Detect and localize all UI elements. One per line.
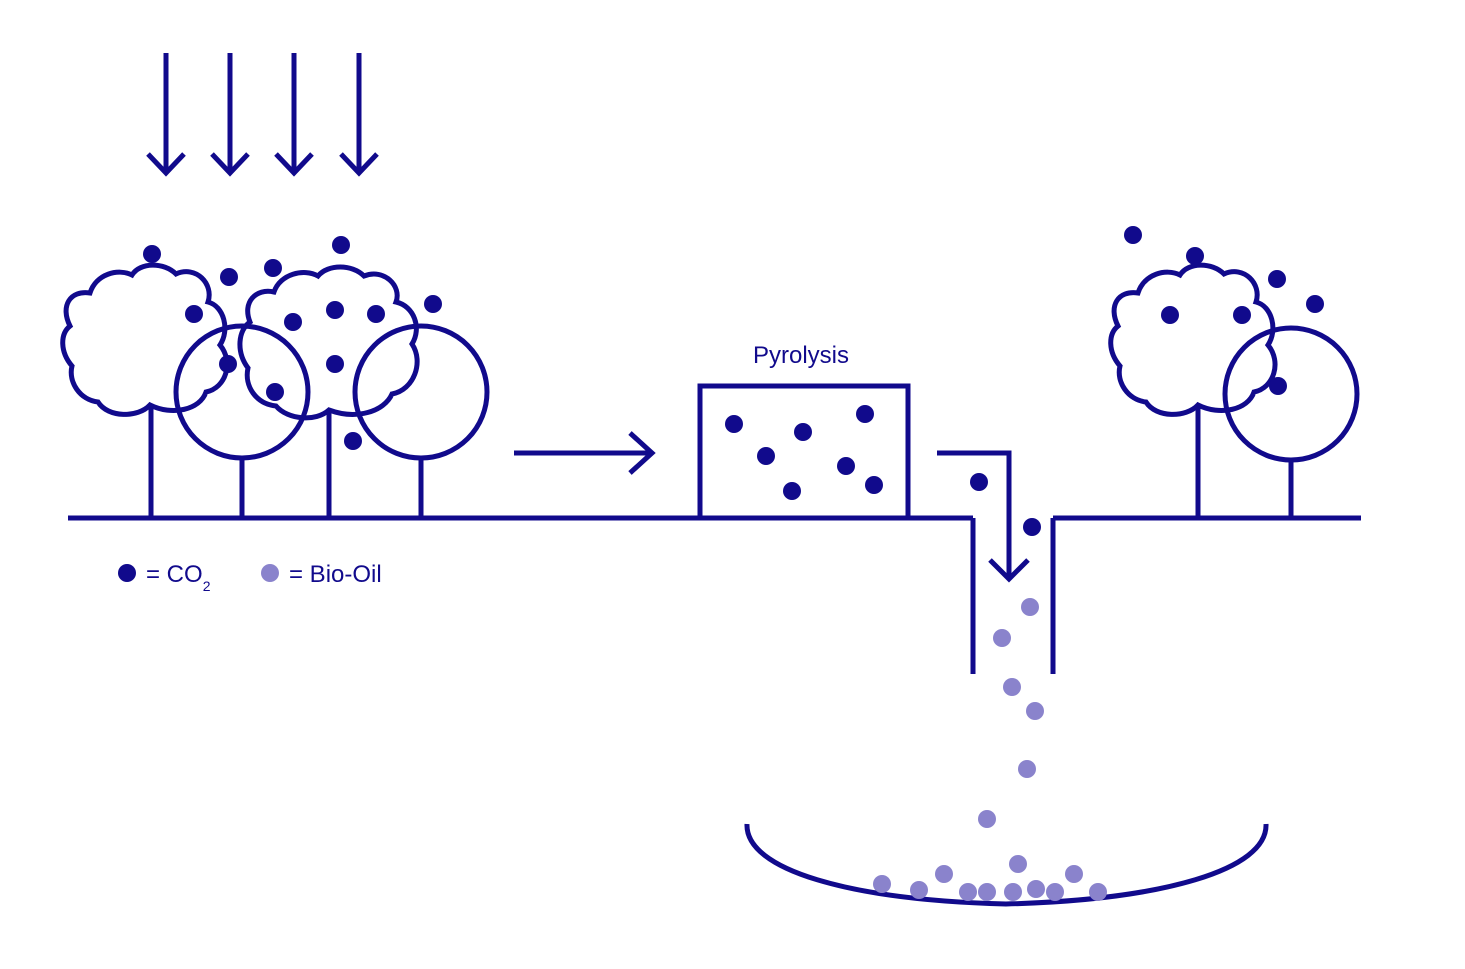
co2-dot-icon (865, 476, 883, 494)
co2-dot-icon (1023, 518, 1041, 536)
bio-oil-dot-icon (978, 810, 996, 828)
sunlight-arrow-icon (146, 53, 186, 177)
co2-dot-icon (1306, 295, 1324, 313)
co2-dot-icon (970, 473, 988, 491)
co2-dot-icon (1268, 270, 1286, 288)
co2-dot-icon (266, 383, 284, 401)
sunlight-arrow-icon (339, 53, 379, 177)
co2-dot-icon (1269, 377, 1287, 395)
co2-dot-icon (1186, 247, 1204, 265)
bio-oil-dot-icon (1009, 855, 1027, 873)
sunlight-arrow-icon (274, 53, 314, 177)
bio-oil-dot-icon (959, 883, 977, 901)
right-forest (1108, 262, 1360, 518)
bio-oil-dot-icon (1089, 883, 1107, 901)
co2-dot-icon (143, 245, 161, 263)
bio-oil-dot-icon (978, 883, 996, 901)
co2-dot-icon (837, 457, 855, 475)
bio-oil-dot-icon (1021, 598, 1039, 616)
co2-dot-icon (344, 432, 362, 450)
storage-reservoir (744, 823, 1269, 907)
legend-co2-subscript: 2 (203, 578, 211, 594)
co2-dot-icon (424, 295, 442, 313)
tree-icon (237, 264, 420, 518)
bio-oil-dot-icon (910, 881, 928, 899)
co2-dot-icon (219, 355, 237, 373)
tree-icon (352, 323, 490, 518)
co2-dots (143, 226, 1324, 536)
co2-dot-icon (794, 423, 812, 441)
pyrolysis-box (697, 383, 911, 521)
co2-dot-icon (326, 301, 344, 319)
bio-oil-dot-icon (1026, 702, 1044, 720)
bio-oil-dot-icon (1027, 880, 1045, 898)
legend: = CO2 = Bio-Oil (118, 561, 382, 594)
bio-oil-dot-icon (1065, 865, 1083, 883)
bio-oil-dot-icon (935, 865, 953, 883)
bio-oil-dot-icon (1046, 883, 1064, 901)
co2-dot-icon (326, 355, 344, 373)
bio-oil-dot-icon (1003, 678, 1021, 696)
sunlight-arrow-icon (210, 53, 250, 177)
process-arrow-icon (514, 431, 656, 475)
bio-oil-dot-icon (993, 629, 1011, 647)
co2-dot-icon (1233, 306, 1251, 324)
tree-icon (1108, 262, 1278, 518)
co2-dot-icon (284, 313, 302, 331)
co2-dot-icon (264, 259, 282, 277)
co2-dot-icon (367, 305, 385, 323)
co2-dot-icon (725, 415, 743, 433)
legend-bio-oil-label: = Bio-Oil (289, 561, 382, 588)
co2-dot-icon (185, 305, 203, 323)
co2-dot-icon (1124, 226, 1142, 244)
injection-arrow-icon (937, 450, 1030, 583)
co2-dot-icon (220, 268, 238, 286)
tree-icon (60, 262, 230, 518)
co2-dot-icon (332, 236, 350, 254)
bio-oil-dot-icon (873, 875, 891, 893)
legend-co2-text: = CO (146, 561, 203, 588)
legend-co2-label: = CO2 (146, 561, 211, 594)
legend-item-co2: = CO2 (118, 561, 211, 594)
bio-oil-dot-icon (261, 564, 279, 582)
pyrolysis-label: Pyrolysis (753, 342, 849, 369)
legend-item-bio-oil: = Bio-Oil (261, 561, 382, 588)
co2-dot-icon (783, 482, 801, 500)
co2-dot-icon (1161, 306, 1179, 324)
bio-oil-dot-icon (1018, 760, 1036, 778)
sunlight-arrows (146, 53, 379, 177)
bio-oil-dots (873, 598, 1107, 901)
co2-dot-icon (757, 447, 775, 465)
co2-dot-icon (118, 564, 136, 582)
co2-dot-icon (856, 405, 874, 423)
tree-icon (173, 323, 311, 518)
tree-icon (1222, 325, 1360, 518)
bio-oil-dot-icon (1004, 883, 1022, 901)
